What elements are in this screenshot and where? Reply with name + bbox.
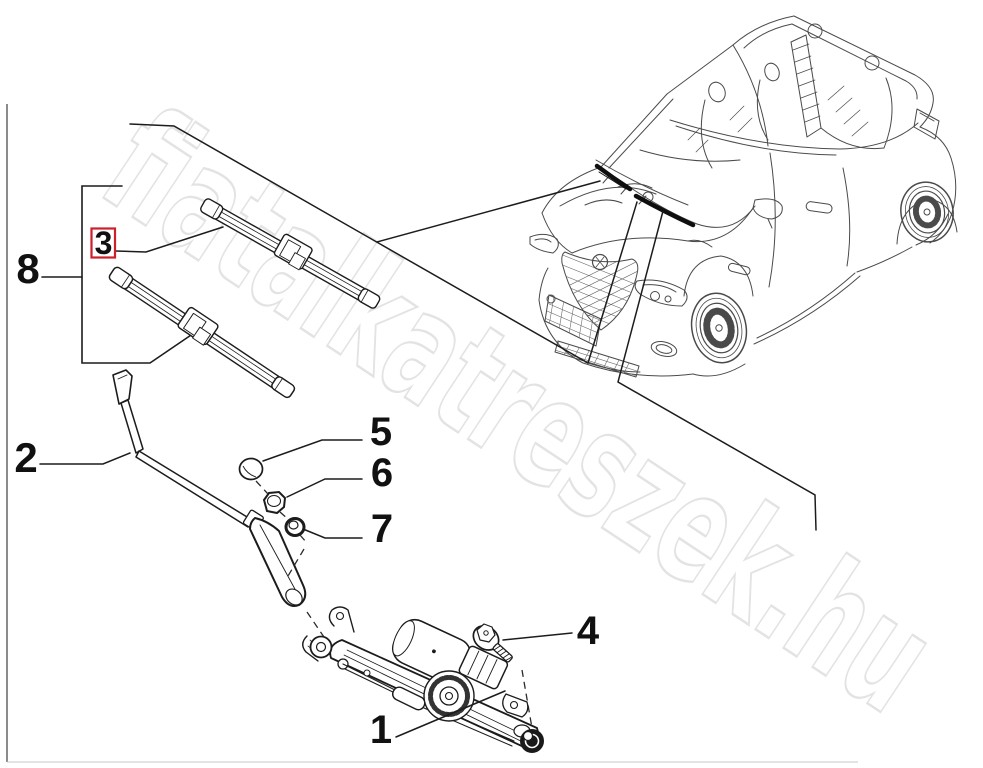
assembly-axis-dashed	[255, 480, 533, 729]
callout-3-box	[90, 227, 117, 259]
car-illustration	[529, 15, 958, 378]
wiper-blade-second	[108, 266, 296, 399]
door-handle	[805, 201, 833, 214]
hex-nut-part-6	[262, 490, 287, 515]
brand-logo	[591, 253, 609, 271]
bracket-part-8	[41, 185, 198, 364]
front-wheel	[690, 292, 748, 364]
leader-2	[39, 452, 131, 465]
callout-2: 2	[14, 434, 37, 481]
leader-3	[115, 226, 224, 253]
reference-lines	[129, 123, 817, 531]
headlight	[634, 279, 688, 307]
leader-1	[395, 690, 506, 738]
callout-3: 3	[95, 225, 113, 261]
leader-5	[262, 439, 363, 462]
leader-lines	[39, 226, 573, 738]
wiper-motor-linkage	[302, 606, 544, 753]
callout-1: 1	[370, 708, 392, 752]
wiper-marks-on-car	[594, 163, 696, 228]
rear-wheel	[900, 181, 954, 243]
callout-8: 8	[16, 245, 39, 292]
callout-5: 5	[370, 410, 392, 454]
fog-light	[650, 341, 678, 357]
leader-6	[286, 478, 363, 498]
washer-nut-part-7	[284, 517, 306, 537]
bolt-part-4	[472, 623, 513, 663]
leader-7	[302, 528, 363, 539]
callout-4: 4	[577, 609, 600, 653]
callout-7: 7	[371, 507, 393, 551]
wiper-blade-front	[200, 198, 381, 309]
scan-border	[6, 104, 858, 763]
wiper-arm	[112, 369, 307, 607]
grille-shield	[561, 251, 639, 331]
taillight	[913, 108, 940, 140]
leader-4	[502, 632, 573, 641]
spindle-cap-part-5	[238, 457, 264, 481]
callout-6: 6	[371, 451, 393, 495]
watermark-text: fiatalkatreszek.hu	[75, 77, 963, 746]
